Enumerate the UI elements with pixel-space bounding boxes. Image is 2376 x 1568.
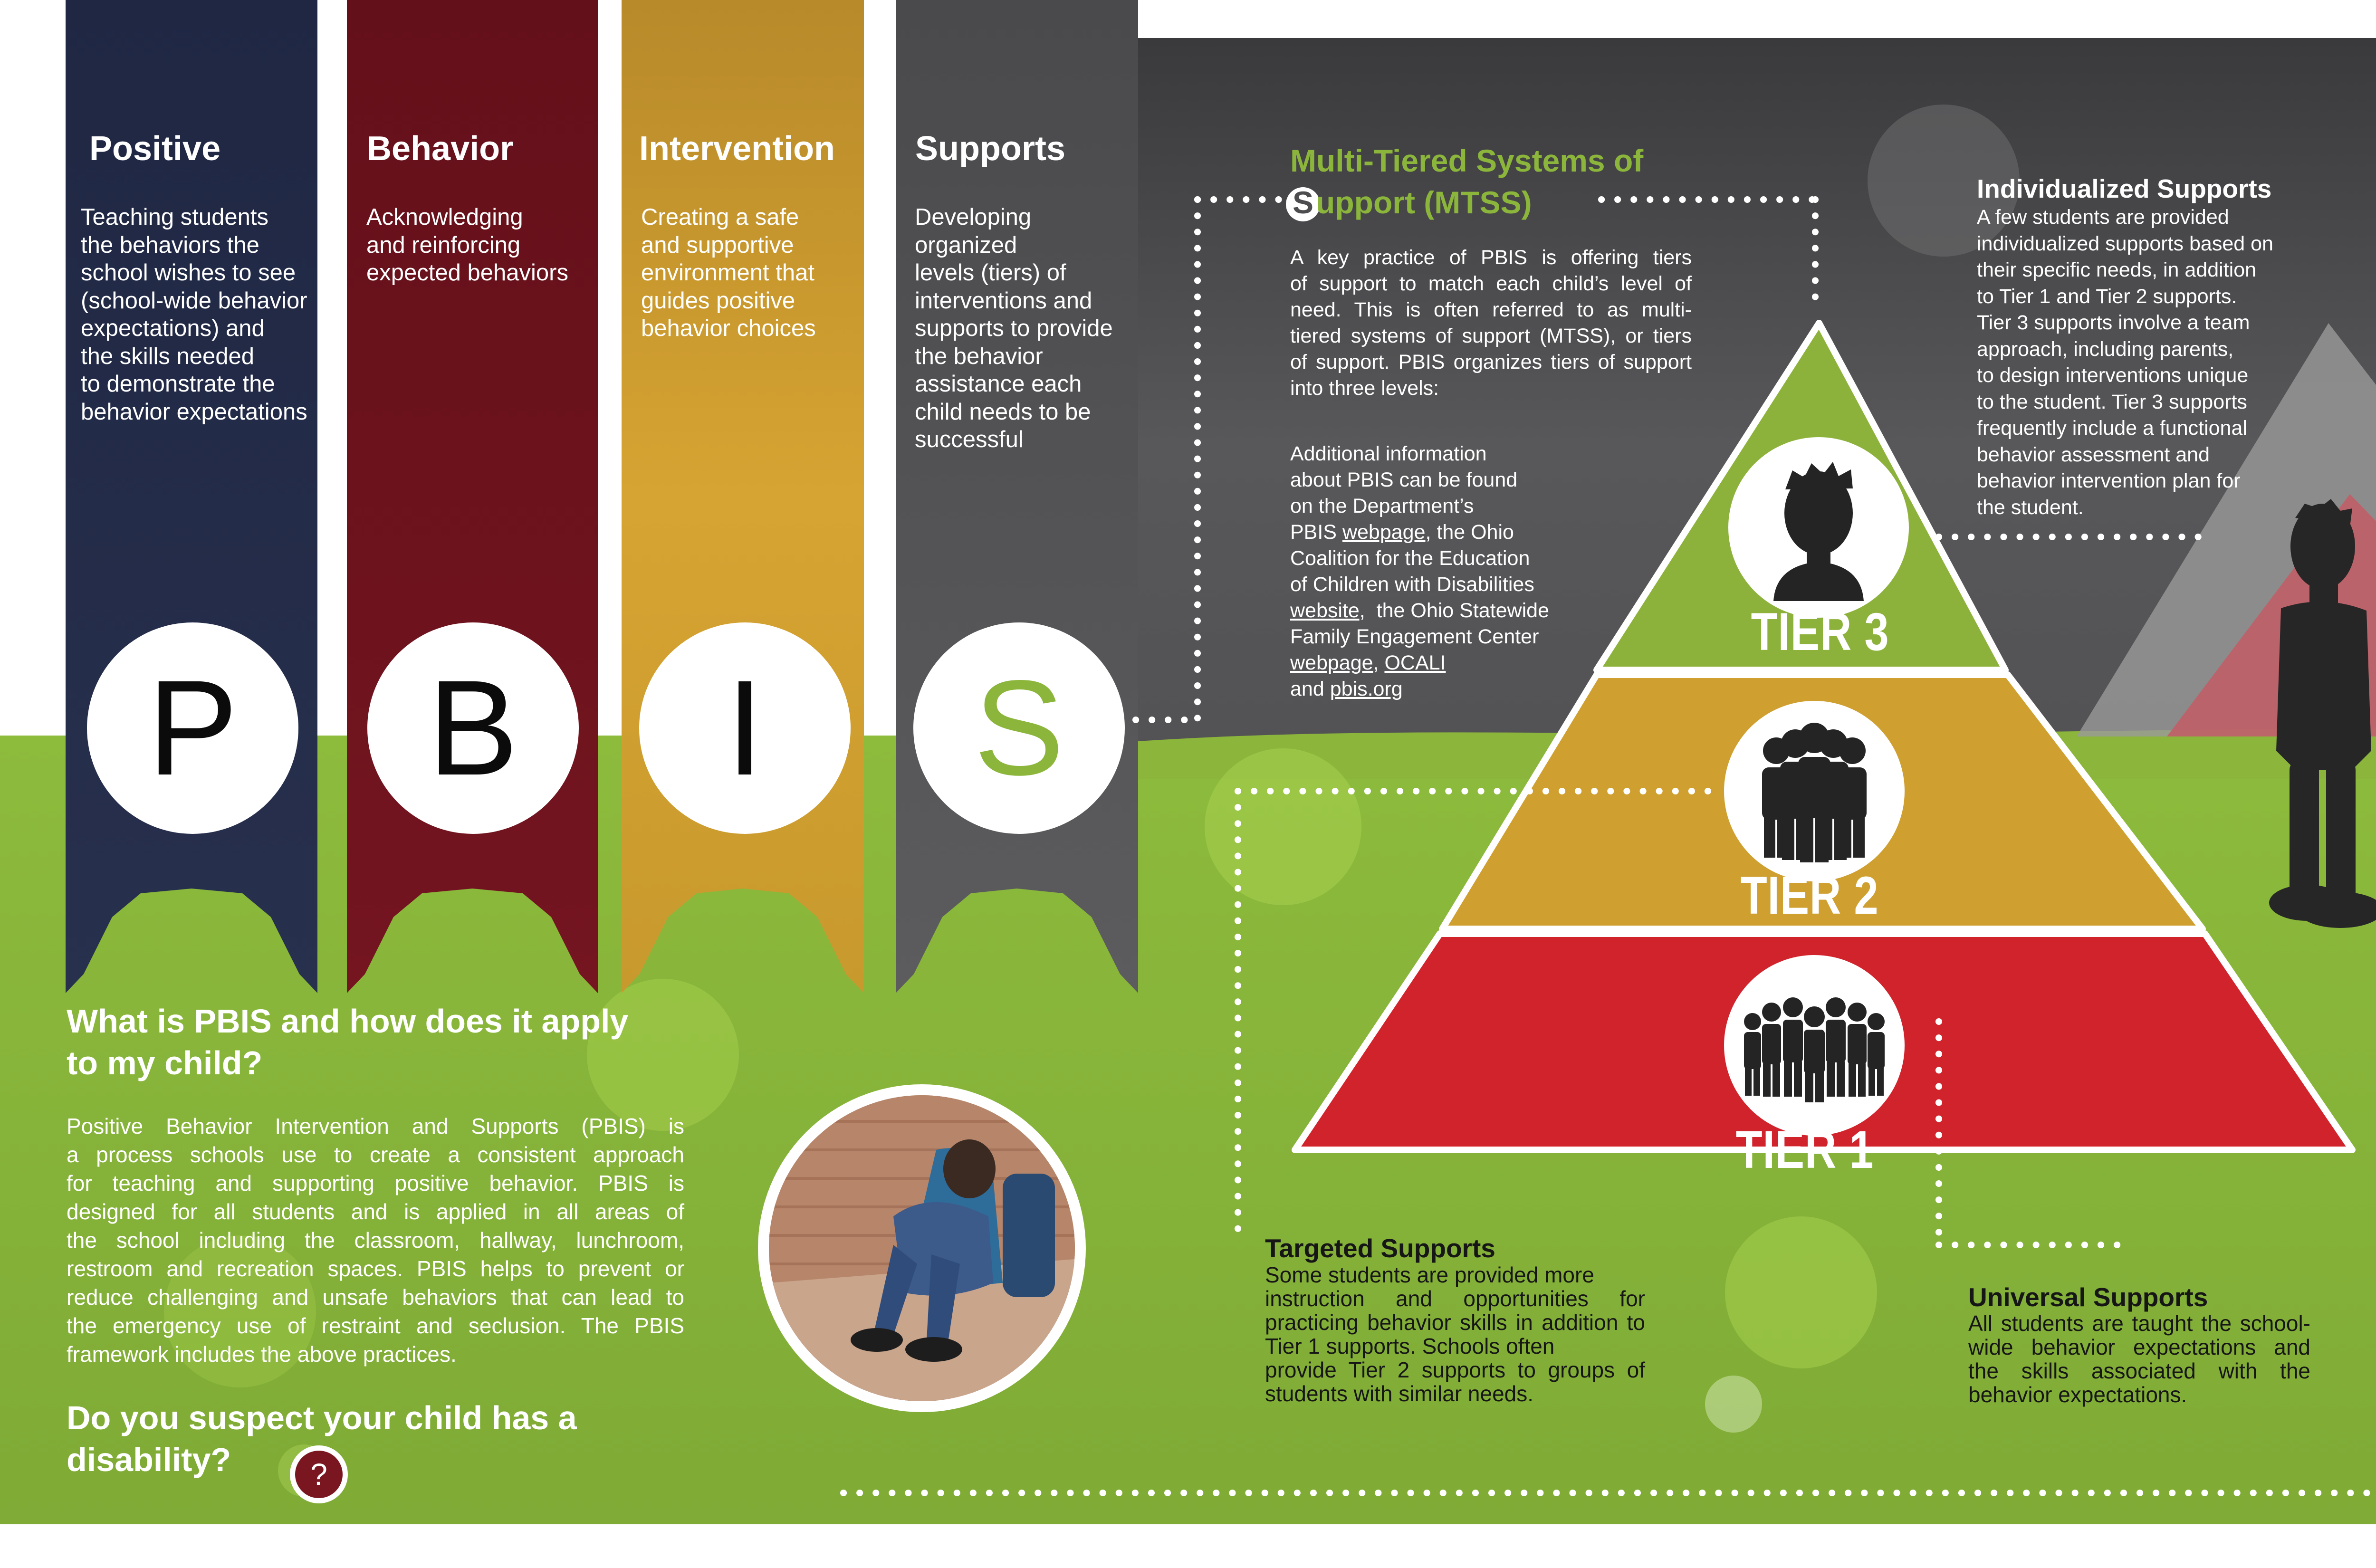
letter-circle-b: B	[367, 622, 579, 834]
small-group-icon	[1762, 723, 1867, 862]
decor-circle	[1725, 1216, 1877, 1368]
letter-circle-p: P	[87, 622, 298, 834]
decor-circle	[164, 1235, 316, 1387]
mtss-title-initial: S	[1292, 185, 1314, 220]
individualized-supports-title: Individualized Supports	[1977, 174, 2272, 203]
banner-title-intervention: Intervention	[639, 130, 835, 168]
individualized-supports-text: A few students are provided individualiz…	[1977, 206, 2273, 519]
banner-title-positive: Positive	[89, 130, 221, 168]
question-icon: ?	[295, 1451, 343, 1498]
mtss-s-bubble	[1286, 187, 1320, 221]
tier2-label: TIER 2	[1740, 866, 1879, 925]
mtss-additional-info: Additional information about PBIS can be…	[1290, 442, 1549, 700]
universal-supports-title: Universal Supports	[1968, 1282, 2208, 1312]
mtss-paragraph: A key practice of PBIS is offering tiers…	[1290, 246, 1692, 400]
targeted-supports-text: Some students are provided more instruct…	[1265, 1262, 1645, 1406]
banner-text-supports: Developing organized levels (tiers) of i…	[915, 204, 1113, 452]
family-engagement-webpage-link[interactable]: webpage	[1290, 651, 1373, 674]
mtss-title-rest: upport (MTSS)	[1316, 185, 1532, 220]
tier1-label: TIER 1	[1735, 1120, 1874, 1179]
what-is-pbis-text: Positive Behavior Intervention and Suppo…	[67, 1114, 684, 1367]
help-button[interactable]: ?	[290, 1445, 348, 1503]
sad-child-photo	[758, 1084, 1086, 1412]
letter-circle-s: S	[913, 622, 1125, 834]
banner-title-behavior: Behavior	[367, 130, 514, 168]
tier3-label: TIER 3	[1751, 602, 1889, 661]
ocecd-website-link[interactable]: website,	[1290, 599, 1365, 622]
what-is-pbis-heading: What is PBIS and how does it apply to my…	[67, 1003, 629, 1081]
banner-text-behavior: Acknowledging and reinforcing expected b…	[366, 204, 568, 286]
banner-text-positive: Teaching students the behaviors the scho…	[81, 204, 307, 425]
tier2-icon-circle	[1724, 701, 1905, 881]
mtss-title-line2: Support (MTSS)	[1290, 184, 1532, 220]
tier1-icon-circle	[1724, 955, 1905, 1136]
pbis-org-link[interactable]: pbis.org	[1330, 678, 1403, 700]
decor-circle	[1868, 105, 2020, 257]
tier3-icon-circle	[1728, 437, 1909, 618]
targeted-supports-title: Targeted Supports	[1265, 1233, 1495, 1263]
suspect-disability-heading: Do you suspect your child has a disabili…	[67, 1399, 577, 1478]
pbis-webpage-link[interactable]: webpage	[1342, 521, 1426, 544]
large-group-icon	[1744, 997, 1885, 1102]
standing-boy-silhouette	[2269, 499, 2376, 928]
decor-circle	[1205, 748, 1361, 905]
banner-title-supports: Supports	[915, 130, 1065, 168]
decor-circle	[1705, 1376, 1762, 1433]
dotted-connectors	[840, 196, 2376, 1496]
single-student-icon	[1773, 462, 1864, 601]
universal-supports-text: All students are taught the school- wide…	[1968, 1311, 2310, 1407]
banner-text-intervention: Creating a safe and supportive environme…	[641, 204, 816, 341]
mtss-title-line1: Multi-Tiered Systems of	[1290, 143, 1644, 178]
ocali-link[interactable]: OCALI	[1384, 651, 1446, 674]
letter-circle-i: I	[639, 622, 851, 834]
decor-circle	[587, 979, 739, 1131]
